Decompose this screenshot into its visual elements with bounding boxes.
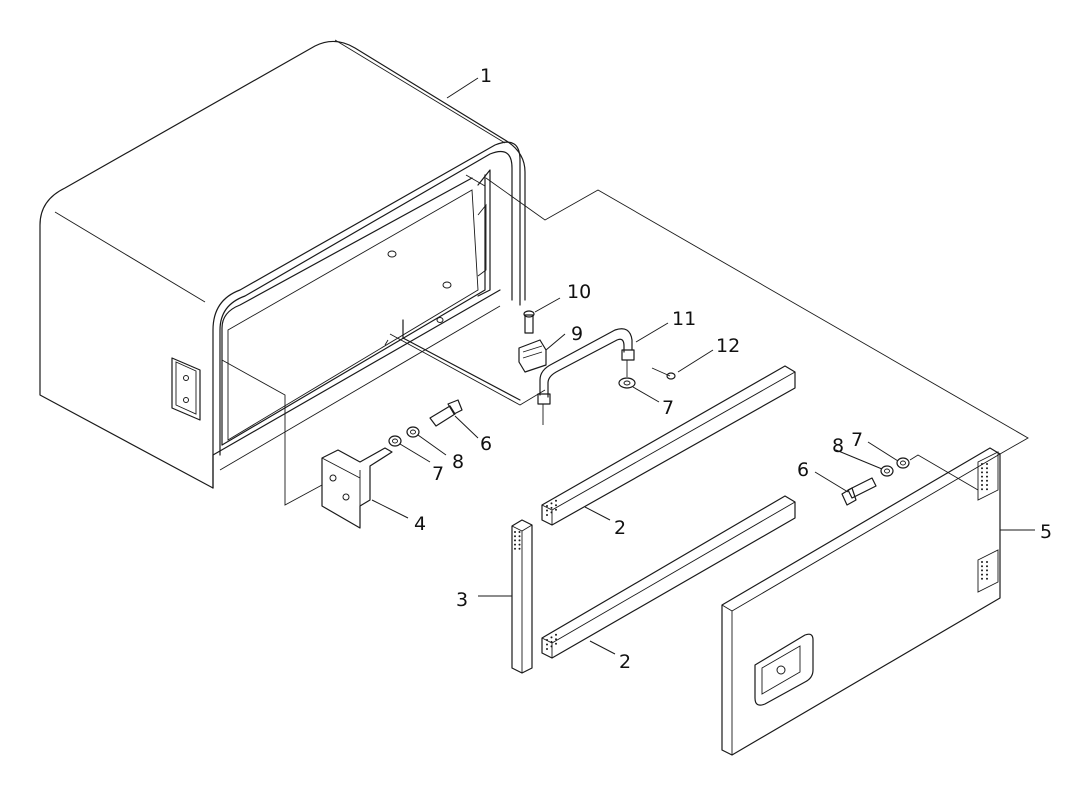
hole-dot bbox=[546, 505, 548, 507]
callout-10: 10 bbox=[567, 281, 591, 303]
hole-dot bbox=[981, 573, 983, 576]
leader-lines bbox=[371, 77, 1035, 655]
callout-9: 9 bbox=[571, 323, 583, 345]
callout-labels: 1 2 2 3 4 5 6 6 7 7 7 8 8 9 10 11 12 bbox=[414, 65, 1052, 673]
hole-dot bbox=[518, 547, 521, 550]
door-panel bbox=[721, 447, 1001, 756]
hole-dot bbox=[550, 506, 553, 509]
hole-dot bbox=[981, 479, 983, 482]
hole-dot bbox=[986, 479, 988, 482]
hole-dot bbox=[550, 502, 553, 505]
rail-upper bbox=[541, 365, 796, 526]
callout-7-left: 7 bbox=[432, 463, 444, 485]
hole-dot bbox=[986, 475, 988, 478]
callout-1: 1 bbox=[480, 65, 492, 87]
bolt bbox=[847, 477, 877, 499]
callout-6-right: 6 bbox=[797, 459, 809, 481]
callout-8-left: 8 bbox=[452, 451, 464, 473]
hole-dot bbox=[518, 531, 521, 533]
latch-clip bbox=[518, 339, 547, 373]
lock-washer bbox=[406, 426, 420, 438]
hole-dot bbox=[546, 648, 548, 650]
callout-2-lower: 2 bbox=[619, 651, 631, 673]
rail-lower bbox=[541, 495, 796, 659]
pin bbox=[524, 314, 534, 334]
hole-dot bbox=[981, 569, 983, 572]
hole-dot bbox=[555, 642, 557, 645]
callout-11: 11 bbox=[672, 308, 696, 330]
hole-dot bbox=[514, 547, 516, 550]
hole-dot bbox=[550, 640, 553, 643]
rail-vertical bbox=[511, 519, 533, 674]
hole-dot bbox=[514, 531, 516, 533]
floor-hole bbox=[442, 281, 452, 289]
callout-2-upper: 2 bbox=[614, 517, 626, 539]
hole-dot bbox=[986, 573, 988, 576]
hole-dot bbox=[555, 508, 557, 511]
hole-dot bbox=[986, 569, 988, 572]
nut bbox=[666, 372, 676, 380]
callout-7-handle: 7 bbox=[662, 397, 674, 419]
callout-3: 3 bbox=[456, 589, 468, 611]
hinge-bracket bbox=[321, 447, 393, 529]
hole-dot bbox=[986, 577, 988, 580]
hinge-bolt-assembly bbox=[388, 399, 463, 447]
hole-dot bbox=[981, 561, 983, 563]
hole-dot bbox=[518, 539, 521, 542]
hole-dot bbox=[555, 504, 557, 507]
hole-dot bbox=[514, 539, 516, 542]
hole-dot bbox=[555, 638, 557, 641]
washer bbox=[388, 435, 402, 447]
hole-dot bbox=[981, 488, 983, 491]
hole-dot bbox=[981, 577, 983, 580]
hole-dot bbox=[986, 471, 988, 474]
hole-dot bbox=[550, 636, 553, 639]
side-mount-plate bbox=[171, 357, 201, 421]
hole-dot bbox=[546, 643, 548, 646]
lock-washer bbox=[880, 465, 894, 477]
door-lock bbox=[754, 633, 814, 706]
hole-dot bbox=[981, 463, 983, 465]
toolbox-body bbox=[39, 39, 546, 489]
callout-7-right: 7 bbox=[851, 429, 863, 451]
hole-dot bbox=[981, 475, 983, 478]
washer bbox=[896, 457, 910, 469]
hole-dot bbox=[546, 509, 548, 512]
hole-dot bbox=[986, 561, 988, 563]
hole-dot bbox=[550, 645, 553, 648]
hole-dot bbox=[986, 484, 988, 486]
callout-12: 12 bbox=[716, 335, 740, 357]
hole-dot bbox=[986, 463, 988, 465]
callout-5: 5 bbox=[1040, 521, 1052, 543]
hole-dot bbox=[518, 535, 521, 538]
hole-dot bbox=[981, 565, 983, 568]
hole-dot bbox=[550, 511, 553, 514]
washer bbox=[618, 377, 636, 389]
door-bolt-assembly bbox=[841, 454, 979, 506]
hole-dot bbox=[514, 535, 516, 538]
callout-4: 4 bbox=[414, 513, 426, 535]
hole-dot bbox=[518, 543, 521, 546]
hole-dot bbox=[986, 467, 988, 470]
hole-dot bbox=[986, 488, 988, 491]
hole-dot bbox=[555, 633, 557, 636]
hole-dot bbox=[546, 514, 548, 516]
floor-hole bbox=[387, 250, 397, 258]
handle-assembly bbox=[518, 310, 676, 425]
callout-8-right: 8 bbox=[832, 435, 844, 457]
hole-dot bbox=[514, 543, 516, 546]
hole-dot bbox=[981, 471, 983, 474]
hole-dot bbox=[555, 499, 557, 502]
hole-dot bbox=[981, 484, 983, 486]
hole-dot bbox=[986, 565, 988, 568]
floor-hole bbox=[436, 317, 444, 323]
callout-6-left: 6 bbox=[480, 433, 492, 455]
rail-hole-patterns bbox=[514, 463, 988, 650]
hole-dot bbox=[546, 639, 548, 641]
hole-dot bbox=[981, 467, 983, 470]
